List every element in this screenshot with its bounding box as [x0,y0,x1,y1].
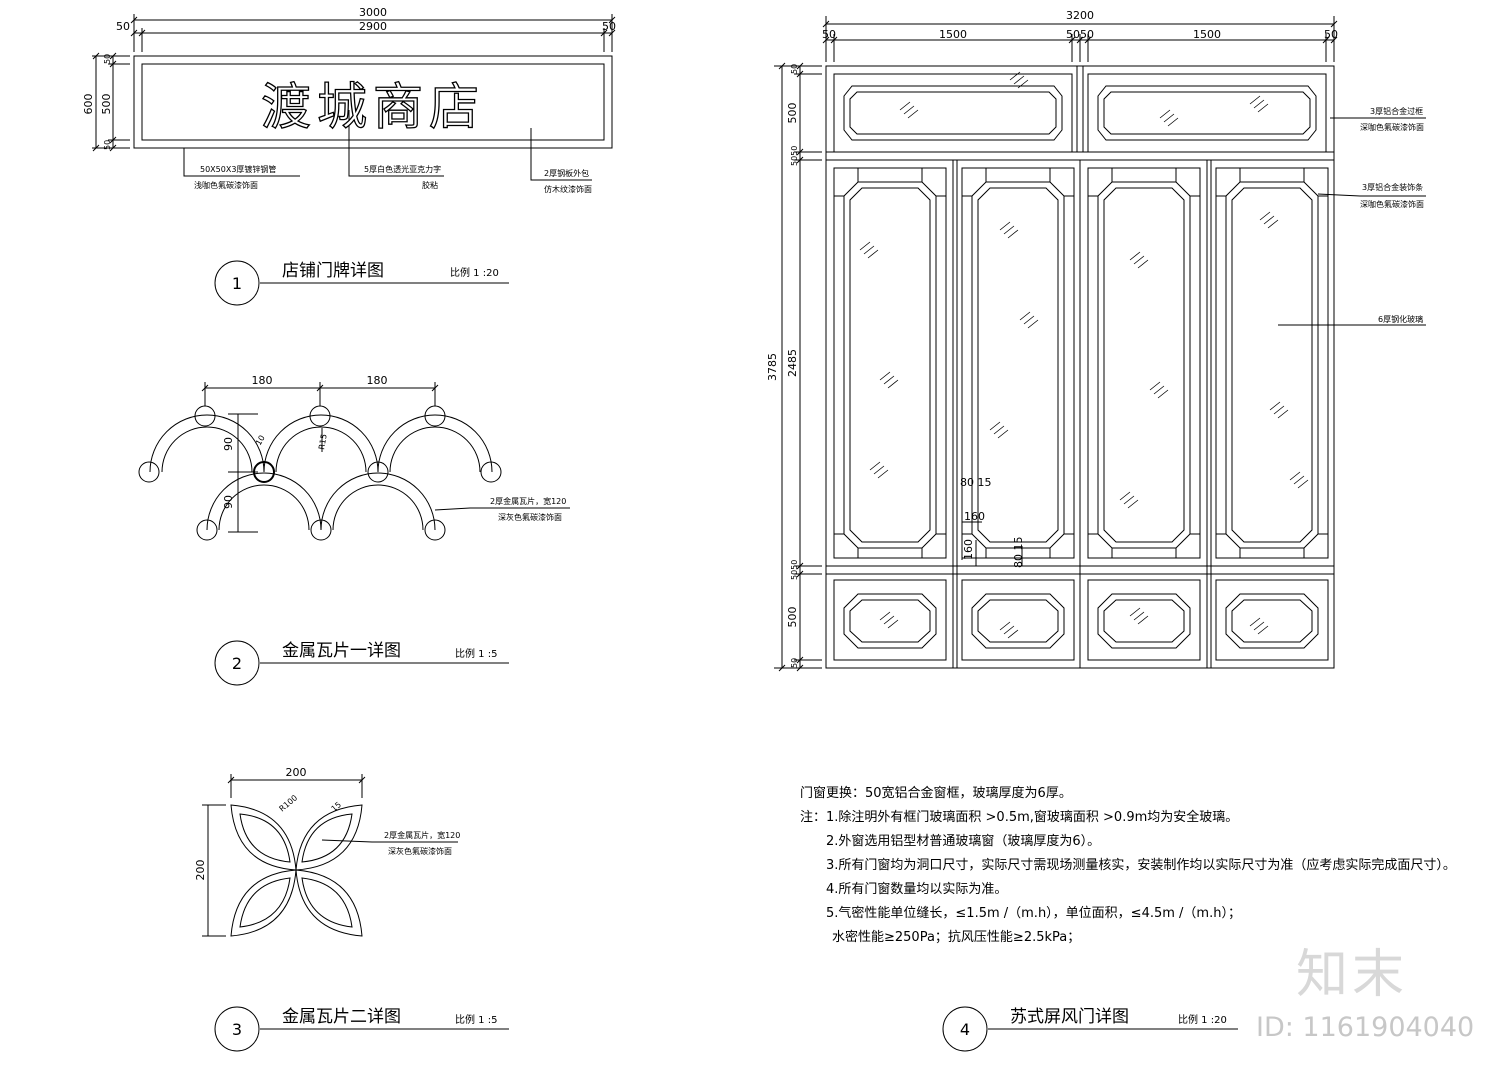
title2-text: 金属瓦片一详图 [282,641,401,661]
glass-hatch [859,71,1309,639]
watermark-brand: 知末 [1296,945,1409,1005]
sign-lettering: 渡城商店 [261,78,485,136]
sign-dim-left: 50 [116,20,130,33]
door-label-3a: 6厚钢化玻璃 [1378,314,1423,324]
tile2-thickness: 15 [330,800,344,813]
sign-dim-top: 50 [103,54,112,64]
door-dim-v3: 5050 [790,146,799,166]
tile2-label-a: 2厚金属瓦片，宽120 [384,830,460,840]
note-3: 3.所有门窗均为洞口尺寸，实际尺寸需现场测量核实，安装制作均以实际尺寸为准（应考… [826,858,1456,873]
note-2: 2.外窗选用铝型材普通玻璃窗（玻璃厚度为6）。 [826,834,1101,849]
door-inner-c: 160 [962,539,975,560]
title3-number: 3 [232,1020,242,1039]
sign-dim-height: 600 [82,94,95,115]
sign-label-1a: 50X50X3厚镀锌钢管 [200,164,276,174]
sign-dim-right: 50 [602,20,616,33]
title1-number: 1 [232,274,242,293]
door-label-2a: 3厚铝合金装饰条 [1362,182,1423,192]
door-dim-v1: 50 [790,64,799,74]
door-dim-v2: 500 [786,103,799,124]
tile2-label-b: 深灰色氟碳漆饰面 [388,846,452,856]
notes-block: 门窗更换：50宽铝合金窗框，玻璃厚度为6厚。 注：1.除注明外有框门玻璃面积 >… [800,782,1456,950]
door-dim-height: 3785 [766,353,779,381]
door-dim-v5: 5050 [790,560,799,580]
door-inner-d: 80 15 [1012,537,1025,569]
tile1-label-b: 深灰色氟碳漆饰面 [498,512,562,522]
title4-scale: 比例 1 :20 [1178,1013,1227,1026]
door-label-1b: 深咖色氟碳漆饰面 [1360,122,1424,132]
sign-dim-total: 3000 [359,6,387,19]
note-6: 水密性能≥250Pa；抗风压性能≥2.5kPa； [832,930,1081,945]
sign-label-2a: 5厚白色透光亚克力字 [364,164,441,174]
sign-dim-inner: 2900 [359,20,387,33]
note-4: 4.所有门窗数量均以实际为准。 [826,882,1008,897]
door-dim-a: 50 [822,28,836,41]
notes-header: 门窗更换：50宽铝合金窗框，玻璃厚度为6厚。 [800,786,1072,801]
tile1-dim-w2: 180 [367,374,388,387]
door-dim-total: 3200 [1066,9,1094,22]
door-dim-v4: 2485 [786,349,799,377]
tile1-dim-w1: 180 [252,374,273,387]
sign-label-3b: 仿木纹漆饰面 [544,184,592,194]
sign-dim-bottom: 50 [103,140,112,150]
title1-scale: 比例 1 :20 [450,266,499,279]
sign-label-3a: 2厚钢板外包 [544,168,589,178]
door-dim-v6: 500 [786,607,799,628]
sign-label-2b: 胶粘 [422,180,438,190]
tile2-drawing [202,774,458,937]
note-5: 5.气密性能单位缝长，≤1.5m /（m.h），单位面积，≤4.5m /（m.h… [826,906,1241,921]
door-dim-b: 1500 [939,28,967,41]
door-drawing [774,16,1426,672]
title4-text: 苏式屏风门详图 [1010,1007,1129,1027]
watermark-id: ID: 1161904040 [1256,1012,1475,1043]
sign-label-1b: 浅咖色氟碳漆饰面 [194,180,258,190]
door-dim-e: 50 [1324,28,1338,41]
tile2-radius: R100 [278,793,300,813]
title3-text: 金属瓦片二详图 [282,1007,401,1027]
title4-number: 4 [960,1020,970,1039]
sign-inner-frame [141,63,605,141]
sign-dim-mid: 500 [100,94,113,115]
title3-scale: 比例 1 :5 [455,1013,497,1026]
door-inner-b: 160 [964,510,985,523]
door-label-1a: 3厚铝合金过框 [1370,106,1423,116]
tile1-drawing [138,382,570,541]
drawing-titles [214,260,1238,1052]
tile1-radius: R15 [317,433,329,450]
sign-outer-frame [133,55,613,149]
tile2-dim-h: 200 [194,860,207,881]
sign-drawing [92,14,616,181]
tile1-dim-h1: 90 [222,437,235,451]
tile1-thickness: 10 [254,434,267,447]
title2-scale: 比例 1 :5 [455,647,497,660]
tile1-dim-h2: 90 [222,495,235,509]
door-dim-v7: 50 [790,658,799,668]
title2-number: 2 [232,654,242,673]
title1-text: 店铺门牌详图 [282,261,384,281]
tile2-dim-w: 200 [286,766,307,779]
door-inner-a: 80 15 [960,476,992,489]
door-label-2b: 深咖色氟碳漆饰面 [1360,199,1424,209]
door-dim-c: 5050 [1066,28,1094,41]
door-dim-d: 1500 [1193,28,1221,41]
tile1-label-a: 2厚金属瓦片，宽120 [490,496,566,506]
note-1: 注：1.除注明外有框门玻璃面积 >0.5m,窗玻璃面积 >0.9m均为安全玻璃。 [800,810,1239,825]
